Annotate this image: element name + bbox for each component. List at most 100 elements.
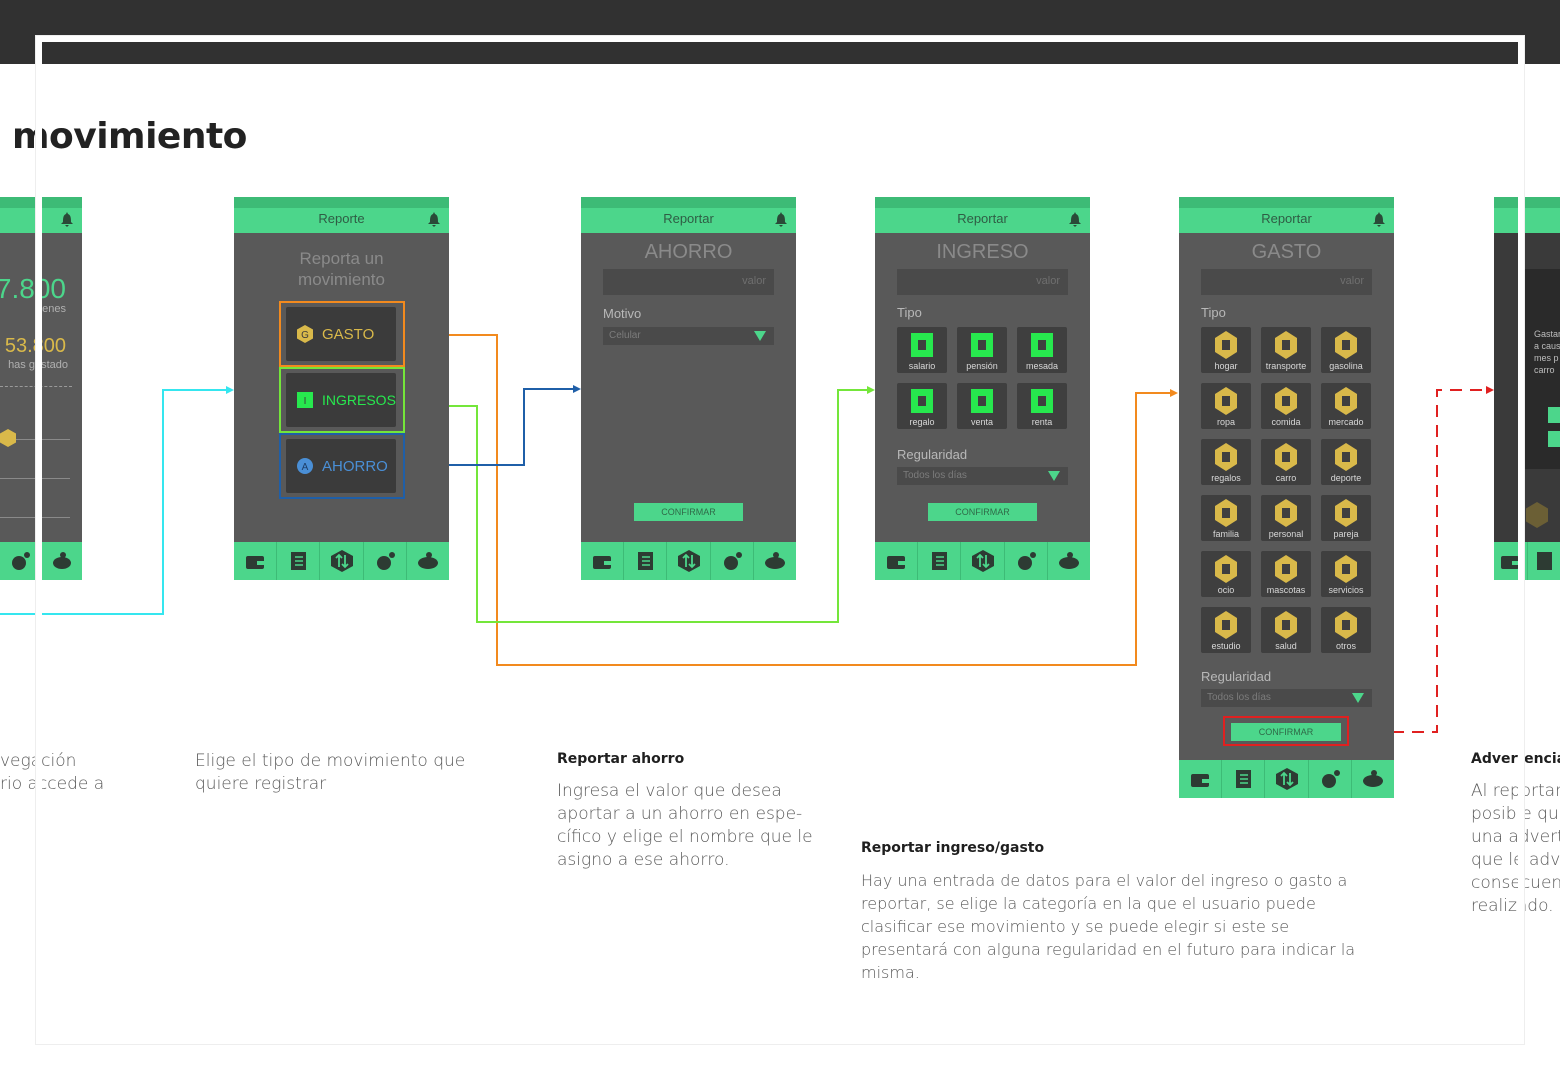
option-ingresos-button[interactable]: I INGRESOS — [286, 373, 396, 427]
bell-icon[interactable] — [428, 211, 440, 227]
tipo-label: Tipo — [1201, 305, 1226, 320]
regularidad-select[interactable]: Todos los días — [897, 467, 1068, 485]
nav-notebook[interactable] — [1222, 760, 1266, 798]
category-tile[interactable]: renta — [1017, 383, 1067, 429]
nav-piggy-face[interactable] — [1005, 542, 1048, 580]
spent-caption: has gastado — [8, 359, 68, 371]
connector-red-dashed — [1352, 389, 1488, 733]
option-ahorro-label: AHORRO — [322, 457, 388, 475]
nav-notebook[interactable] — [277, 542, 321, 580]
category-icon — [1275, 443, 1297, 471]
category-tile[interactable]: gasolina — [1321, 327, 1371, 373]
warning-accept-button[interactable] — [1548, 407, 1560, 423]
valor-input[interactable]: valor — [897, 269, 1068, 295]
nav-notebook[interactable] — [918, 542, 962, 580]
category-tile[interactable]: mercado — [1321, 383, 1371, 429]
gasto-badge-icon: G — [297, 325, 313, 343]
category-tile[interactable]: personal — [1261, 495, 1311, 541]
category-tile[interactable]: pensión — [957, 327, 1007, 373]
nav-piggy-face[interactable] — [0, 542, 42, 580]
category-tile[interactable]: mascotas — [1261, 551, 1311, 597]
regularidad-value: Todos los días — [1207, 692, 1271, 703]
highlight-ingresos — [279, 367, 405, 433]
description-line: Hay una entrada de datos para el valor d… — [861, 871, 1348, 890]
category-tile[interactable]: mesada — [1017, 327, 1067, 373]
nav-piggy-bank[interactable] — [42, 542, 83, 580]
connector-orange-arrow — [1170, 389, 1178, 397]
motivo-select[interactable]: Celular — [603, 327, 774, 345]
notebook-icon — [291, 552, 307, 570]
category-icon — [1215, 443, 1237, 471]
category-tile[interactable]: carro — [1261, 439, 1311, 485]
nav-piggy-bank[interactable] — [1048, 542, 1090, 580]
category-tile[interactable]: familia — [1201, 495, 1251, 541]
nav-exchange[interactable] — [320, 542, 364, 580]
category-tile[interactable]: deporte — [1321, 439, 1371, 485]
nav-wallet[interactable] — [1494, 542, 1528, 580]
confirm-button[interactable]: CONFIRMAR — [928, 503, 1037, 521]
category-tile[interactable]: otros — [1321, 607, 1371, 653]
category-tile[interactable]: regalo — [897, 383, 947, 429]
description-ahorro: Ingresa el valor que desea aportar a un … — [557, 780, 813, 872]
nav-piggy-bank[interactable] — [754, 542, 796, 580]
nav-piggy-face[interactable] — [1309, 760, 1352, 798]
connector-cyan-arrow — [226, 386, 234, 394]
category-tile[interactable]: transporte — [1261, 327, 1311, 373]
nav-exchange[interactable] — [1265, 760, 1309, 798]
bell-icon[interactable] — [61, 211, 73, 227]
option-ahorro-button[interactable]: A AHORRO — [286, 439, 396, 493]
nav-exchange[interactable] — [667, 542, 711, 580]
valor-input[interactable]: valor — [1201, 269, 1372, 295]
bottom-nav — [1494, 542, 1560, 580]
valor-input[interactable]: valor — [603, 269, 774, 295]
warning-cancel-button[interactable] — [1548, 431, 1560, 447]
exchange-icon — [677, 550, 700, 572]
bell-icon[interactable] — [1373, 211, 1385, 227]
nav-exchange[interactable] — [961, 542, 1005, 580]
category-tile[interactable]: pareja — [1321, 495, 1371, 541]
regularidad-select[interactable]: Todos los días — [1201, 689, 1372, 707]
nav-wallet[interactable] — [234, 542, 278, 580]
category-tile[interactable]: salud — [1261, 607, 1311, 653]
category-tile[interactable]: servicios — [1321, 551, 1371, 597]
nav-piggy-bank[interactable] — [407, 542, 449, 580]
exchange-icon — [330, 550, 353, 572]
bell-icon[interactable] — [1069, 211, 1081, 227]
nav-wallet[interactable] — [1179, 760, 1223, 798]
category-label: familia — [1212, 529, 1239, 539]
notebook-icon — [1236, 770, 1252, 788]
nav-notebook[interactable] — [624, 542, 668, 580]
description-line: vegación — [0, 751, 77, 771]
category-icon — [1215, 555, 1237, 583]
nav-wallet[interactable] — [581, 542, 625, 580]
nav-piggy-bank[interactable] — [1352, 760, 1394, 798]
piggy-face-icon — [1321, 770, 1340, 788]
category-tile[interactable]: hogar — [1201, 327, 1251, 373]
option-gasto-button[interactable]: G GASTO — [286, 307, 396, 361]
category-tile[interactable]: venta — [957, 383, 1007, 429]
amount-spent: 53.800 — [4, 335, 66, 357]
nav-piggy-face[interactable] — [364, 542, 407, 580]
nav-piggy-face[interactable] — [711, 542, 754, 580]
bell-icon[interactable] — [775, 211, 787, 227]
svg-text:G: G — [301, 330, 309, 341]
confirm-button[interactable]: CONFIRMAR — [1231, 723, 1341, 741]
category-tile[interactable]: regalos — [1201, 439, 1251, 485]
regularidad-value: Todos los días — [903, 470, 967, 481]
bottom-nav — [875, 542, 1090, 580]
category-tile[interactable]: ropa — [1201, 383, 1251, 429]
confirm-button[interactable]: CONFIRMAR — [634, 503, 743, 521]
category-label: mascotas — [1266, 585, 1306, 595]
category-label: regalo — [909, 417, 935, 427]
dropdown-arrow-icon — [754, 331, 766, 341]
description-line: Elige el tipo de movimiento que — [195, 751, 466, 771]
piggy-bank-icon — [1362, 770, 1383, 787]
category-tile[interactable]: estudio — [1201, 607, 1251, 653]
category-tile[interactable]: salario — [897, 327, 947, 373]
category-tile[interactable]: ocio — [1201, 551, 1251, 597]
category-icon — [1215, 387, 1237, 415]
nav-notebook[interactable] — [1528, 542, 1560, 580]
nav-wallet[interactable] — [875, 542, 919, 580]
category-tile[interactable]: comida — [1261, 383, 1311, 429]
option-gasto-label: GASTO — [322, 325, 375, 343]
